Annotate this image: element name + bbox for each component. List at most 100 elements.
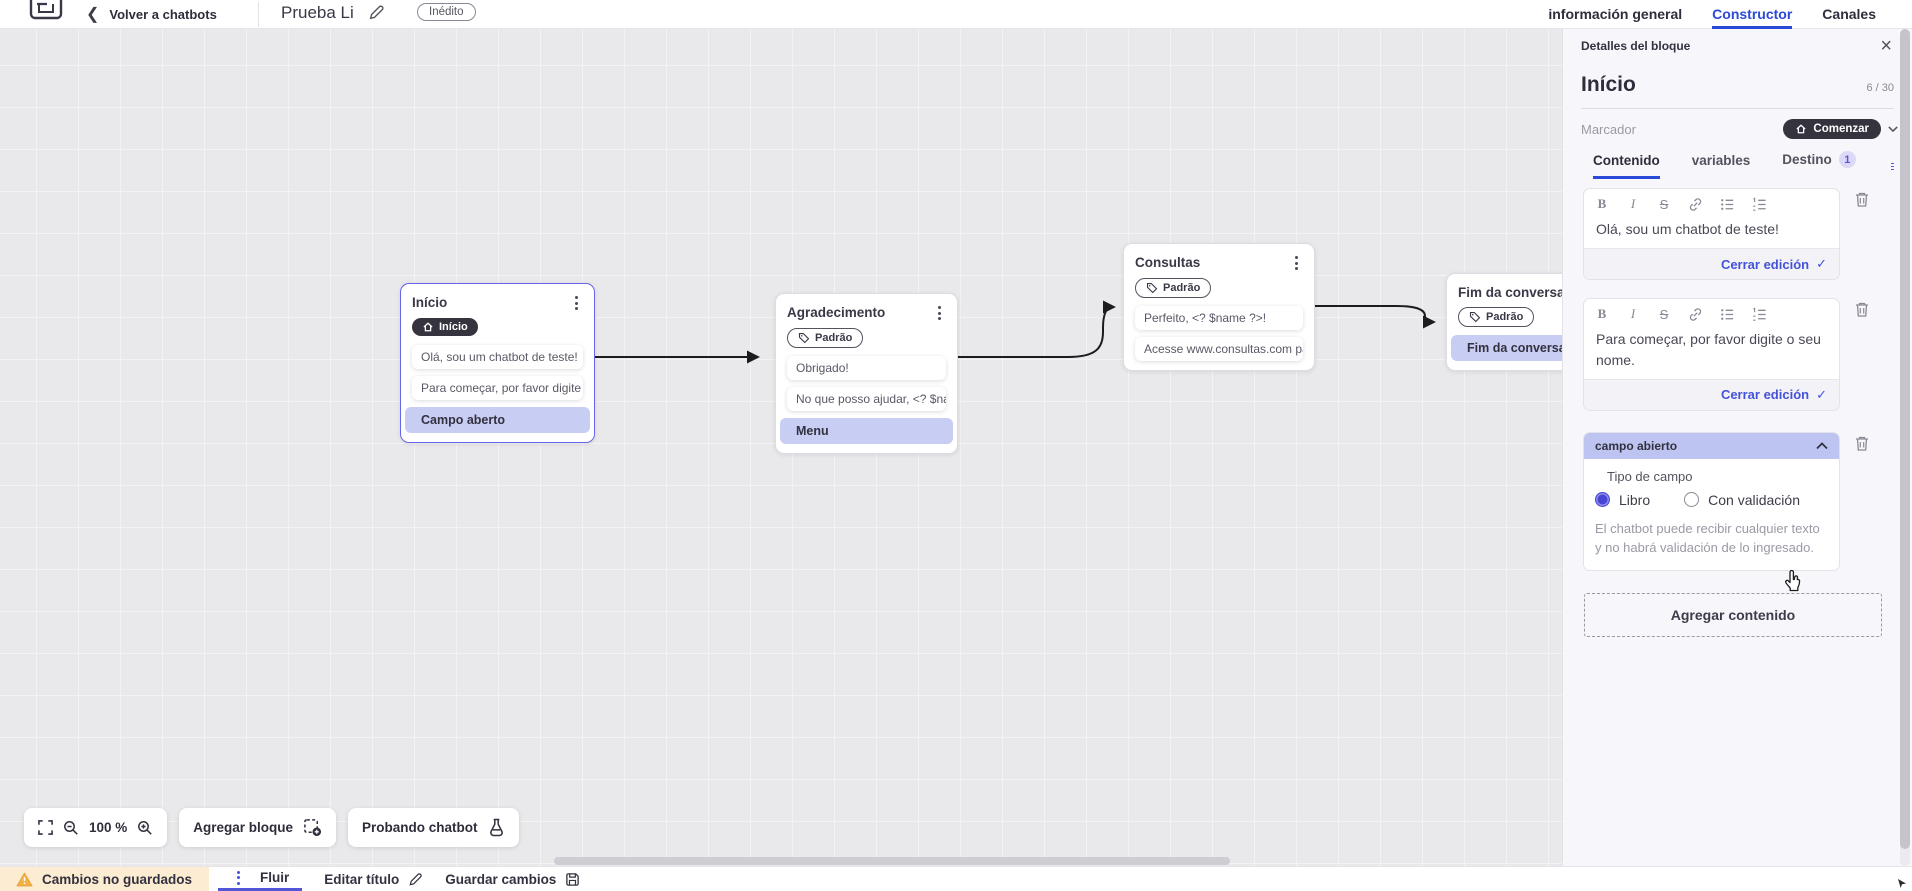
block-menu-icon[interactable] (932, 305, 946, 321)
block-item-campo-aberto[interactable]: Campo aberto (405, 407, 590, 433)
tab-fluir[interactable]: Fluir (218, 867, 303, 891)
italic-icon[interactable]: I (1630, 196, 1636, 211)
panel-title: Detalles del bloque (1581, 39, 1691, 53)
block-badge: Padrão (787, 328, 864, 348)
trash-icon[interactable] (1854, 301, 1870, 318)
block-item[interactable]: No que posso ajudar, <? $name ... (787, 387, 946, 411)
tab-contenido[interactable]: Contenido (1593, 153, 1660, 179)
edit-title-pencil-icon[interactable] (368, 4, 385, 21)
flow-tab-menu-icon[interactable] (231, 870, 245, 886)
flow-block-inicio[interactable]: Início Início Olá, sou um chatbot de tes… (400, 283, 595, 443)
radio-libro-label: Libro (1619, 491, 1651, 508)
tab-informacion-general[interactable]: información general (1548, 6, 1683, 22)
bold-icon[interactable]: B (1597, 196, 1607, 211)
radio-libro[interactable] (1595, 492, 1610, 508)
block-details-panel: Detalles del bloque × Início 6 / 30 Marc… (1562, 29, 1912, 866)
tab-variables[interactable]: variables (1691, 153, 1751, 168)
tab-destino[interactable]: Destino 1 (1782, 151, 1856, 179)
top-header: ❮ Volver a chatbots Prueba Li Inédito in… (0, 0, 1912, 29)
block-badge: Padrão (1458, 307, 1535, 327)
add-content-button[interactable]: Agregar contenido (1584, 592, 1882, 637)
edit-title-button[interactable]: Editar título (324, 867, 423, 891)
panel-tabs: Contenido variables Destino 1 (1563, 139, 1912, 179)
marker-value-button[interactable]: Comenzar (1783, 119, 1881, 139)
block-name[interactable]: Início (1581, 73, 1636, 96)
zoom-controls: 100 % (24, 808, 168, 847)
trash-icon[interactable] (1854, 191, 1870, 208)
open-field-header[interactable]: campo abierto (1584, 432, 1839, 459)
zoom-level: 100 % (89, 820, 128, 835)
flow-block-agradecimento[interactable]: Agradecimento Padrão Obrigado! No que po… (775, 293, 958, 454)
tab-canales[interactable]: Canales (1822, 6, 1876, 22)
block-item[interactable]: Acesse www.consultas.com par... (1135, 337, 1303, 361)
back-chevron-icon: ❮ (86, 5, 100, 23)
flask-icon (489, 818, 503, 837)
main-nav-tabs: información general Constructor Canales (1548, 0, 1876, 29)
zoom-out-icon[interactable] (63, 820, 79, 836)
text-editor-card: B I S Para começar, por favor digite o s… (1583, 298, 1840, 411)
flow-block-consultas[interactable]: Consultas Padrão Perfeito, <? $name ?>! … (1123, 243, 1315, 371)
block-item[interactable]: Para começar, por favor digite o ... (412, 376, 583, 400)
block-item[interactable]: Perfeito, <? $name ?>! (1135, 306, 1303, 330)
text-editor-card: B I S Olá, sou um chatbot de teste! Cerr… (1583, 188, 1840, 281)
block-title: Consultas (1135, 255, 1201, 270)
block-menu-icon[interactable] (569, 295, 583, 311)
close-icon[interactable]: × (1880, 35, 1892, 57)
open-field-card: campo abierto Tipo de campo Libro Con va… (1583, 431, 1840, 571)
home-icon (1796, 124, 1806, 134)
bullet-list-icon[interactable] (1720, 197, 1735, 212)
save-changes-button[interactable]: Guardar cambios (445, 867, 580, 891)
back-to-chatbots-button[interactable]: ❮ Volver a chatbots (86, 0, 217, 29)
test-chatbot-button[interactable]: Probando chatbot (348, 808, 519, 847)
zoom-in-icon[interactable] (137, 820, 153, 836)
ordered-list-icon[interactable] (1752, 307, 1767, 322)
tab-constructor[interactable]: Constructor (1712, 0, 1793, 29)
italic-icon[interactable]: I (1630, 306, 1636, 322)
field-type-label: Tipo de campo (1607, 468, 1693, 484)
tag-icon (1469, 311, 1481, 323)
chevron-up-icon (1816, 442, 1828, 450)
canvas-toolbar: 100 % Agregar bloque Probando chatbot (24, 808, 519, 847)
save-icon (566, 872, 580, 886)
panel-scrollbar-thumb[interactable] (1900, 29, 1910, 849)
block-item[interactable]: Obrigado! (787, 356, 946, 380)
panel-scrollbar (1900, 29, 1910, 866)
block-menu-icon[interactable] (1289, 255, 1303, 271)
block-badge: Início (412, 318, 478, 336)
block-item-menu[interactable]: Menu (780, 418, 953, 444)
bold-icon[interactable]: B (1597, 306, 1607, 322)
strikethrough-icon[interactable]: S (1659, 196, 1669, 212)
flow-canvas[interactable]: Início Início Olá, sou um chatbot de tes… (0, 29, 1562, 866)
bottom-bar: Cambios no guardados Fluir Editar título… (0, 866, 1912, 891)
fullscreen-icon[interactable] (38, 820, 53, 835)
app-logo (29, 0, 63, 20)
block-item-fim[interactable]: Fim da conversa (1451, 335, 1562, 361)
panel-tabs-menu-icon[interactable] (1888, 163, 1898, 179)
add-block-button[interactable]: Agregar bloque (179, 808, 337, 847)
panel-divider (1581, 108, 1894, 109)
block-item[interactable]: Olá, sou um chatbot de teste! (412, 345, 583, 369)
pencil-icon (409, 872, 423, 885)
radio-con-validacion[interactable] (1684, 492, 1700, 508)
close-edit-button[interactable]: Cerrar edición (1720, 387, 1810, 403)
field-help-text: El chatbot puede recibir cualquier texto… (1595, 520, 1820, 556)
chevron-down-icon[interactable] (1888, 124, 1898, 134)
bullet-list-icon[interactable] (1720, 307, 1735, 322)
destino-count-badge: 1 (1838, 151, 1856, 168)
strikethrough-icon[interactable]: S (1659, 306, 1669, 322)
close-edit-button[interactable]: Cerrar edición (1720, 256, 1810, 272)
warning-icon (16, 872, 33, 886)
message-text[interactable]: Olá, sou um chatbot de teste! (1584, 216, 1839, 249)
message-text[interactable]: Para começar, por favor digite o seu nom… (1584, 326, 1839, 379)
trash-icon[interactable] (1854, 435, 1870, 452)
check-icon: ✓ (1816, 256, 1827, 272)
richtext-toolbar: B I S (1584, 189, 1839, 216)
canvas-horizontal-scrollbar[interactable] (554, 857, 1230, 865)
link-icon[interactable] (1688, 197, 1703, 212)
block-title: Início (412, 295, 448, 310)
ordered-list-icon[interactable] (1752, 196, 1767, 212)
link-icon[interactable] (1688, 307, 1703, 322)
test-chatbot-label: Probando chatbot (362, 820, 478, 835)
flow-block-fim-da-conversa[interactable]: Fim da conversa Padrão Fim da conversa (1446, 273, 1562, 371)
